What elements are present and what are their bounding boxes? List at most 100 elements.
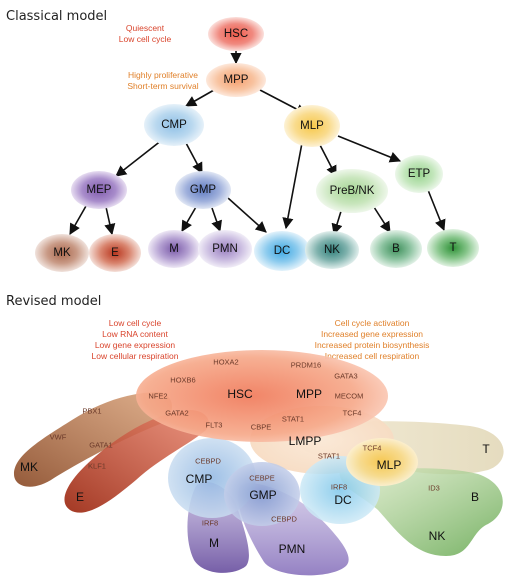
node-hsc-shape xyxy=(208,17,264,51)
arrow-prebnk-b xyxy=(371,203,391,233)
node-pmn-shape xyxy=(198,230,252,268)
node-nk-label: NK xyxy=(324,244,340,256)
node-nk-shape xyxy=(305,231,359,269)
gene-cebpe: CEBPE xyxy=(249,474,274,483)
node-t-label: T xyxy=(449,242,456,254)
node-mlp-shape xyxy=(284,105,340,147)
gene-tcf4-a: TCF4 xyxy=(343,409,362,418)
arrow-gmp-m xyxy=(181,206,197,232)
revised-label-lmpp: LMPP xyxy=(289,434,322,448)
node-mk: MK xyxy=(35,234,89,272)
node-hsc: HSC xyxy=(208,17,264,51)
node-m-shape xyxy=(148,230,200,268)
mpp-annotation-line-1: Highly proliferative xyxy=(128,70,198,80)
node-prebnk-label: PreB/NK xyxy=(330,185,375,197)
revised-label-mk: MK xyxy=(20,460,38,474)
arrow-mlp-prebnk xyxy=(319,144,337,177)
revised-label-gmp: GMP xyxy=(249,488,276,502)
node-mpp-shape xyxy=(206,63,266,97)
revised-hsc-annotation-line-2: Low RNA content xyxy=(102,329,168,339)
gene-gata1: GATA1 xyxy=(89,441,112,450)
node-etp-label: ETP xyxy=(408,168,431,180)
revised-model-title: Revised model xyxy=(6,294,101,309)
arrow-cmp-mep xyxy=(115,139,163,177)
node-t-shape xyxy=(427,229,479,267)
gene-irf8-a: IRF8 xyxy=(202,519,218,528)
node-prebnk: PreB/NK xyxy=(316,169,388,213)
node-gmp-shape xyxy=(175,171,231,209)
node-gmp: GMP xyxy=(175,171,231,209)
region-b-nk xyxy=(339,468,503,556)
arrow-mep-mk xyxy=(69,205,87,235)
node-b-shape xyxy=(370,230,422,268)
node-prebnk-shape xyxy=(316,169,388,213)
node-nk: NK xyxy=(305,231,359,269)
gene-flt3: FLT3 xyxy=(206,421,223,430)
gene-prdm16: PRDM16 xyxy=(291,361,321,370)
revised-label-t: T xyxy=(482,442,490,456)
revised-cell-labels: HSC MPP LMPP MLP CMP GMP DC MK E M PMN T… xyxy=(20,387,490,556)
node-pmn-label: PMN xyxy=(212,243,238,255)
revised-hsc-annotation: Low cell cycle Low RNA content Low gene … xyxy=(92,318,179,361)
node-etp-shape xyxy=(395,155,443,193)
gene-vwf: VWF xyxy=(50,433,67,442)
classical-model-title: Classical model xyxy=(6,9,107,24)
revised-label-pmn: PMN xyxy=(279,542,306,556)
node-b: B xyxy=(370,230,422,268)
node-pmn: PMN xyxy=(198,230,252,268)
node-mpp: MPP xyxy=(206,63,266,97)
classical-model-panel: Classical model Quiescent Low cell cycle… xyxy=(6,9,479,272)
region-gmp xyxy=(224,462,300,526)
revised-hsc-annotation-line-3: Low gene expression xyxy=(95,340,176,350)
node-mpp-label: MPP xyxy=(224,74,249,86)
revised-mpp-annotation-line-1: Cell cycle activation xyxy=(335,318,410,328)
node-mk-label: MK xyxy=(53,247,71,259)
region-mk xyxy=(14,392,172,487)
revised-label-dc: DC xyxy=(334,493,352,507)
gene-nfe2: NFE2 xyxy=(148,392,167,401)
node-mep: MEP xyxy=(71,171,127,209)
revised-mpp-annotation-line-3: Increased protein biosynthesis xyxy=(315,340,430,350)
revised-mpp-annotation: Cell cycle activation Increased gene exp… xyxy=(315,318,430,361)
arrow-etp-t xyxy=(427,189,446,232)
node-mlp-label: MLP xyxy=(300,120,324,132)
node-cmp-label: CMP xyxy=(161,119,187,131)
revised-label-mlp: MLP xyxy=(377,458,402,472)
node-gmp-label: GMP xyxy=(190,184,217,196)
arrow-mlp-dc xyxy=(282,142,303,230)
revised-mpp-annotation-line-2: Increased gene expression xyxy=(321,329,423,339)
gene-tcf4-b: TCF4 xyxy=(363,444,382,453)
node-t: T xyxy=(427,229,479,267)
gene-id3: ID3 xyxy=(428,484,440,493)
revised-label-mpp: MPP xyxy=(296,387,322,401)
gene-stat1-b: STAT1 xyxy=(318,452,340,461)
gene-stat1-a: STAT1 xyxy=(282,415,304,424)
node-mlp: MLP xyxy=(284,105,340,147)
hsc-annotation: Quiescent Low cell cycle xyxy=(119,23,172,44)
node-etp: ETP xyxy=(395,155,443,193)
gene-pbx1: PBX1 xyxy=(82,407,101,416)
gene-mecom: MECOM xyxy=(335,392,364,401)
mpp-annotation: Highly proliferative Short-term survival xyxy=(127,70,198,91)
node-hsc-label: HSC xyxy=(224,28,248,40)
revised-label-hsc: HSC xyxy=(227,387,253,401)
revised-label-e: E xyxy=(76,490,84,504)
node-e: E xyxy=(89,234,141,272)
node-e-label: E xyxy=(111,247,119,259)
arrow-gmp-dc xyxy=(227,197,267,233)
gene-irf8-b: IRF8 xyxy=(331,483,347,492)
hsc-annotation-line-1: Quiescent xyxy=(126,23,165,33)
region-mlp xyxy=(346,438,418,486)
node-b-label: B xyxy=(392,243,400,255)
revised-model-panel: Revised model Low cell cycle Low RNA con… xyxy=(6,294,504,576)
node-mk-shape xyxy=(35,234,89,272)
node-dc-shape xyxy=(254,231,310,271)
arrow-prebnk-nk xyxy=(331,207,343,236)
region-hsc-mpp xyxy=(136,350,388,442)
revised-hsc-annotation-line-4: Low cellular respiration xyxy=(92,351,179,361)
gene-labels: HOXA2 PRDM16 HOXB6 GATA3 MECOM NFE2 GATA… xyxy=(50,358,440,528)
arrow-gmp-pmn xyxy=(211,207,222,233)
revised-mpp-annotation-line-4: Increased cell respiration xyxy=(325,351,420,361)
node-mep-label: MEP xyxy=(87,184,112,196)
